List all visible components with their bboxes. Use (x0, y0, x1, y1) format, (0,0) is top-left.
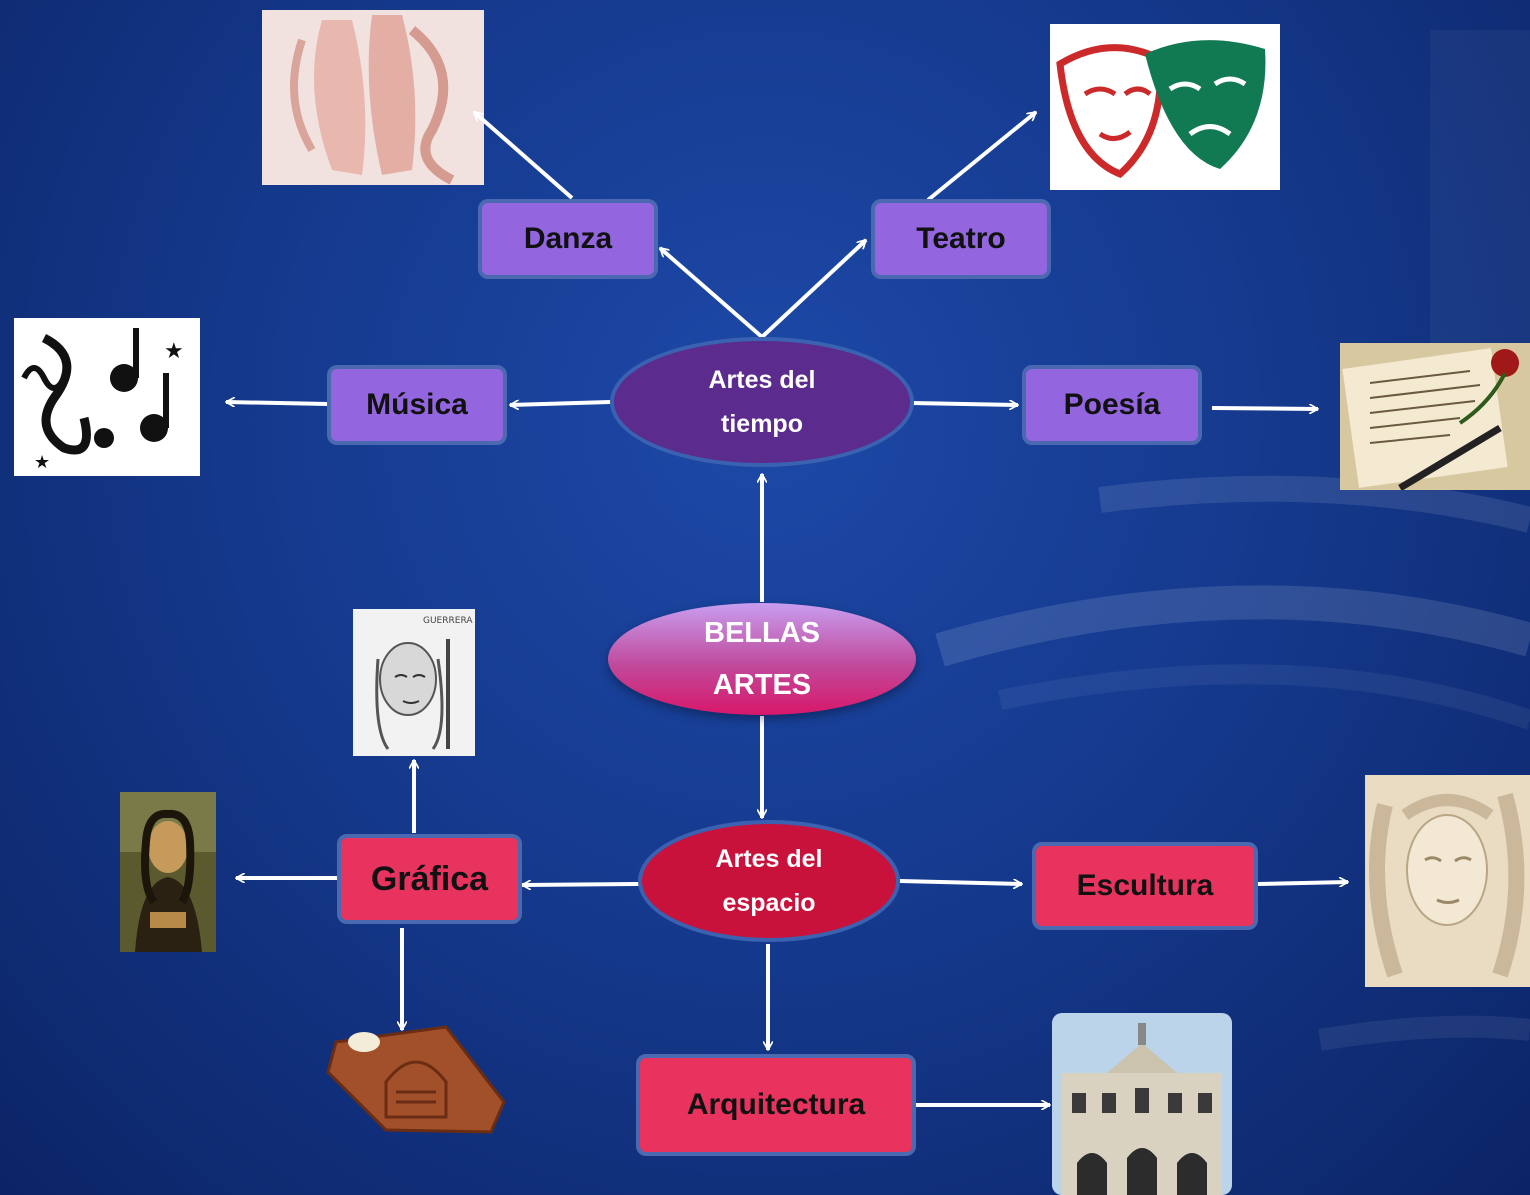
teatro-node: Teatro (871, 199, 1051, 279)
arrow-time-to-teatro (760, 238, 868, 339)
bellas-artes-line1: BELLAS (704, 617, 820, 649)
arrow-musica-to-image (226, 402, 329, 404)
musica-label: Música (366, 388, 468, 421)
svg-text:★: ★ (164, 339, 184, 364)
letter-pen-rose-image (1340, 343, 1530, 490)
arrow-time-to-danza (658, 246, 764, 339)
relief-sculpture-image (1365, 775, 1530, 987)
monastery-building-image (1052, 1013, 1232, 1195)
grafica-label: Gráfica (370, 859, 489, 898)
theater-masks-image (1050, 24, 1280, 190)
bellas-artes-root-node: BELLAS ARTES (608, 603, 916, 715)
teatro-label: Teatro (916, 222, 1006, 255)
poesia-label: Poesía (1063, 388, 1161, 421)
arrow-time-to-poesia (911, 403, 1018, 405)
pencil-drawing-image: GUERRERA (353, 609, 475, 756)
ballet-shoes-image (262, 10, 484, 185)
arrow-teatro-to-image (926, 110, 1038, 202)
artes-del-tiempo-line2: tiempo (721, 410, 803, 438)
arrow-time-to-musica (510, 402, 611, 405)
arrow-poesia-to-image (1211, 408, 1318, 409)
wood-engraving-image (326, 1025, 506, 1134)
danza-label: Danza (523, 222, 613, 255)
arquitectura-label: Arquitectura (686, 1088, 866, 1121)
svg-text:★: ★ (34, 452, 50, 473)
portrait-painting-image (120, 792, 216, 952)
musica-node: Música (327, 365, 507, 445)
drawing-signature: GUERRERA (423, 616, 473, 626)
artes-del-espacio-line1: Artes del (715, 845, 823, 873)
music-notes-image: ★ ★ (14, 318, 200, 476)
arrow-escultura-to-image (1256, 882, 1348, 884)
artes-del-tiempo-node: Artes del tiempo (610, 337, 914, 467)
artes-del-espacio-line2: espacio (722, 889, 816, 917)
arrow-danza-to-image (472, 110, 574, 200)
escultura-node: Escultura (1032, 842, 1258, 930)
bellas-artes-line2: ARTES (712, 669, 812, 701)
arrow-space-to-grafica (522, 884, 643, 885)
grafica-node: Gráfica (337, 834, 522, 924)
escultura-label: Escultura (1076, 869, 1214, 902)
arquitectura-node: Arquitectura (636, 1054, 916, 1156)
arrow-space-to-escultura (899, 881, 1022, 884)
artes-del-tiempo-line1: Artes del (708, 366, 816, 394)
artes-del-espacio-node: Artes del espacio (638, 820, 900, 942)
poesia-node: Poesía (1022, 365, 1202, 445)
danza-node: Danza (478, 199, 658, 279)
